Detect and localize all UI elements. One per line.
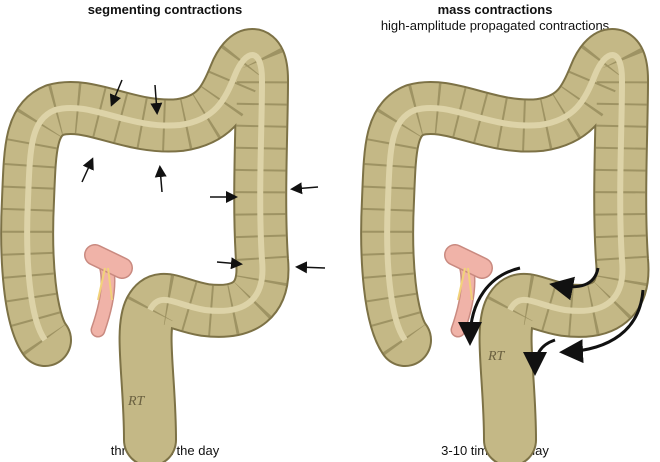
mass-contraction-arrows — [458, 266, 645, 376]
curved-arrow — [549, 267, 600, 301]
segmenting-arrows — [81, 79, 326, 274]
arrow — [81, 157, 94, 183]
curved-arrow — [458, 266, 521, 346]
arrow — [216, 257, 243, 270]
curved-arrow — [559, 289, 645, 364]
right-signature: RT — [487, 349, 506, 364]
left-signature: RT — [127, 394, 146, 409]
arrow — [150, 84, 163, 115]
left-colon-illustration: RT — [27, 55, 262, 440]
arrow — [290, 182, 319, 195]
left-panel-title: segmenting contractions — [87, 2, 243, 17]
arrow — [295, 261, 326, 274]
right-panel-title: mass contractions — [437, 2, 553, 17]
right-panel-subtitle: high-amplitude propagated contractions — [380, 18, 610, 33]
curved-arrow — [523, 338, 556, 376]
arrow — [154, 165, 167, 193]
arrow — [109, 79, 123, 107]
right-colon-illustration: RT — [387, 55, 622, 440]
